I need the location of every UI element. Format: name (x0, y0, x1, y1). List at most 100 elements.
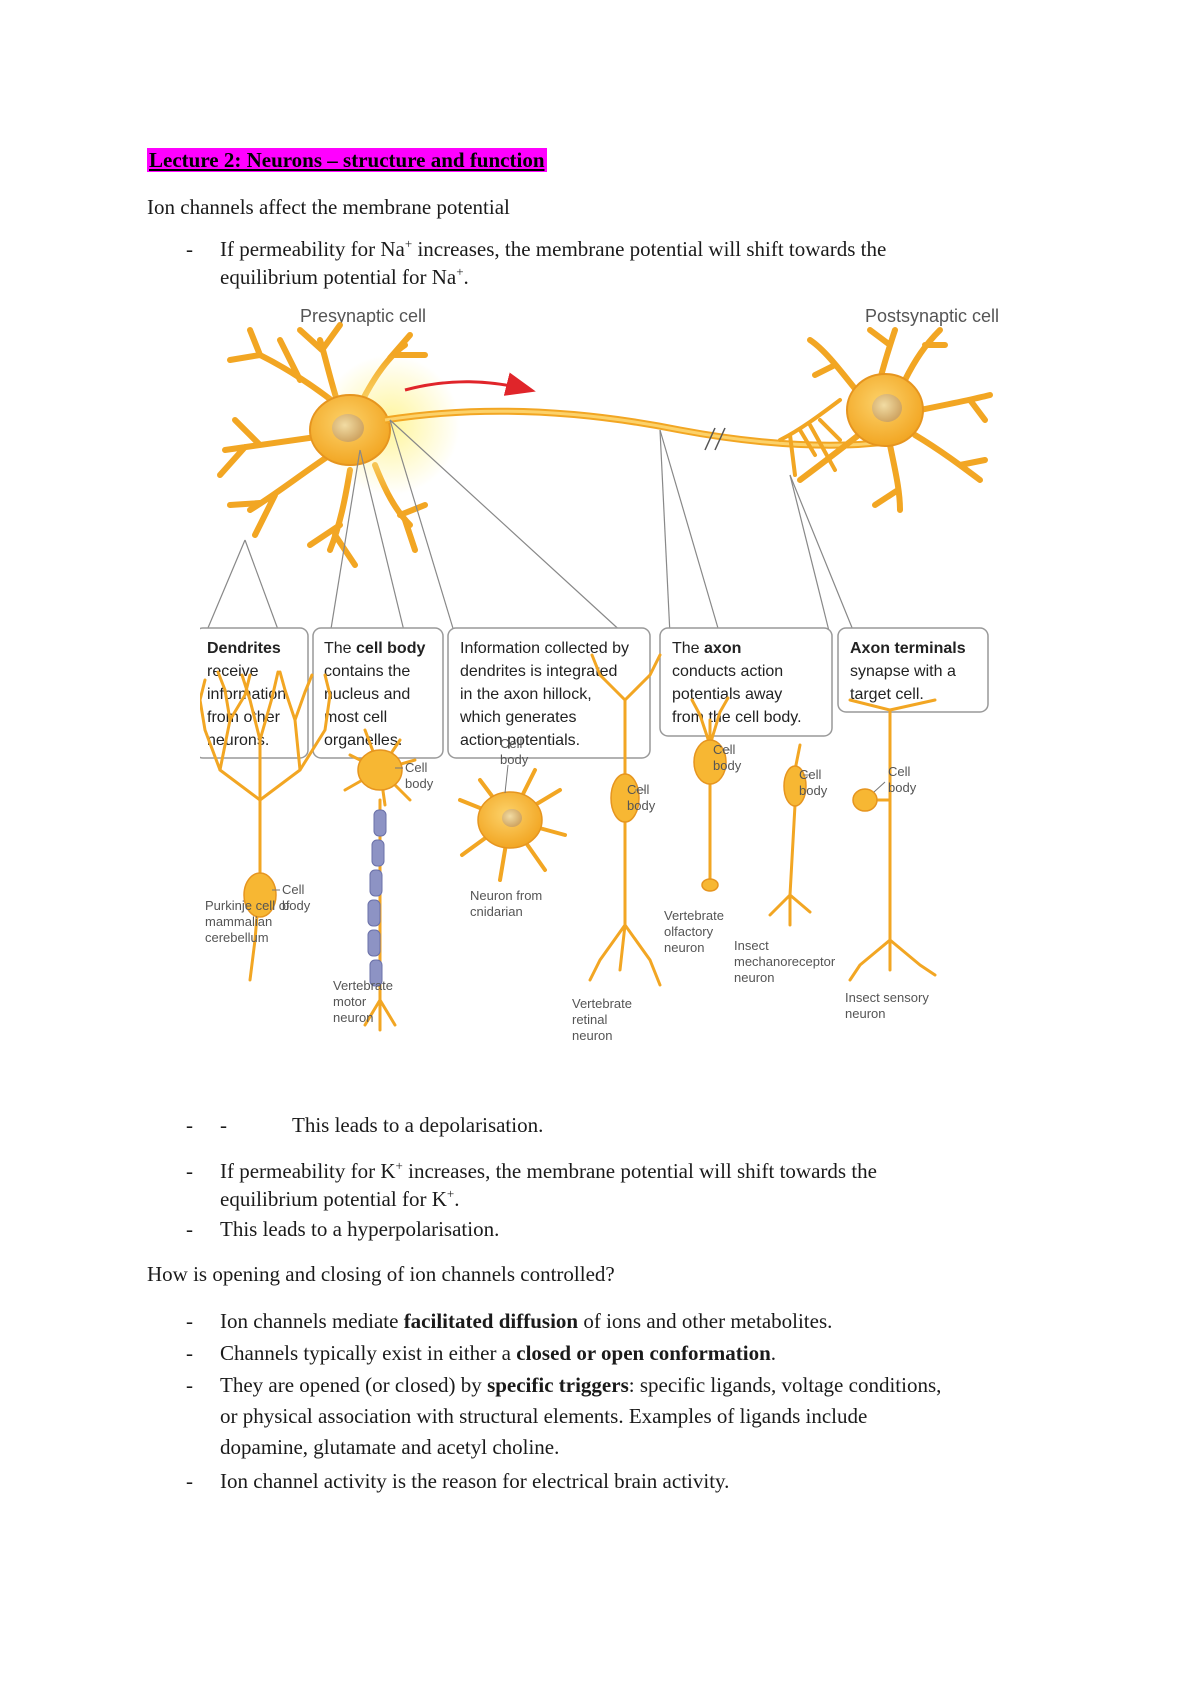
bullet-triggers-continuation-1: or physical association with structural … (220, 1404, 868, 1428)
svg-text:body: body (282, 898, 311, 913)
svg-text:neuron: neuron (333, 1010, 373, 1025)
svg-text:Insect sensory: Insect sensory (845, 990, 929, 1005)
bullet-depolarisation: This leads to a depolarisation. (292, 1113, 544, 1137)
svg-text:action potentials.: action potentials. (460, 732, 580, 749)
axon-highlight (384, 409, 901, 447)
retinal-neuron (588, 653, 662, 987)
cell-body-labels: Cell body Cell body Cell body Cell body … (272, 736, 917, 913)
bullet-dash: - (186, 1373, 193, 1397)
motor-cell-body (357, 749, 403, 791)
bullet-dash: - (220, 1113, 227, 1137)
olfactory-cell-body (693, 739, 727, 785)
question-paragraph: How is opening and closing of ion channe… (147, 1262, 615, 1286)
bullet-triggers-continuation-2: dopamine, glutamate and acetyl choline. (220, 1435, 560, 1459)
svg-text:in the axon hillock,: in the axon hillock, (460, 686, 592, 703)
neuron-diagram: Presynaptic cell Postsynaptic cell (200, 306, 999, 1043)
bullet-dash: - (186, 1309, 193, 1333)
callout-axon: The axon conducts action potentials away… (659, 627, 833, 737)
action-potential-arrow (404, 372, 536, 396)
svg-text:from the cell body.: from the cell body. (672, 709, 802, 726)
svg-text:olfactory: olfactory (664, 924, 714, 939)
svg-text:Cell: Cell (799, 767, 822, 782)
svg-text:body: body (888, 780, 917, 795)
svg-text:Axon terminals: Axon terminals (850, 640, 966, 657)
mechanoreceptor-neuron (768, 743, 812, 927)
svg-text:synapse with a: synapse with a (850, 663, 956, 680)
callout-dendrites: Dendrites receive information from other… (200, 627, 309, 759)
svg-text:Purkinje cell of: Purkinje cell of (205, 898, 290, 913)
svg-text:body: body (799, 783, 828, 798)
svg-text:motor: motor (333, 994, 367, 1009)
svg-text:target cell.: target cell. (850, 686, 924, 703)
svg-text:The cell body: The cell body (324, 640, 425, 657)
bullet-conformation: Channels typically exist in either a clo… (220, 1341, 777, 1365)
svg-text:cerebellum: cerebellum (205, 930, 269, 945)
svg-text:nucleus and: nucleus and (324, 686, 410, 703)
postsynaptic-nucleus (872, 394, 902, 422)
callout-axon-terminals: Axon terminals synapse with a target cel… (837, 627, 989, 713)
bullet-na-continuation: equilibrium potential for Na+. (220, 264, 469, 289)
svg-text:organelles.: organelles. (324, 732, 402, 749)
svg-text:Cell: Cell (405, 760, 428, 775)
svg-text:Neuron from: Neuron from (470, 888, 542, 903)
insect-sensory-neuron (848, 698, 937, 982)
bullet-dash: - (186, 1217, 193, 1241)
retinal-cell-body (610, 773, 640, 823)
svg-text:Cell: Cell (282, 882, 305, 897)
bullet-hyperpolarisation: This leads to a hyperpolarisation. (220, 1217, 500, 1241)
svg-text:dendrites is integrated: dendrites is integrated (460, 663, 617, 680)
svg-text:Vertebrate: Vertebrate (333, 978, 393, 993)
bullet-dash: - (186, 1469, 193, 1493)
neuron-figure: Presynaptic cell Postsynaptic cell (200, 300, 1070, 1110)
presynaptic-nucleus (332, 414, 364, 442)
svg-text:neuron: neuron (845, 1006, 885, 1021)
svg-text:most cell: most cell (324, 709, 387, 726)
myelin-sheath (367, 809, 387, 987)
callout-axon-hillock: Information collected by dendrites is in… (447, 627, 651, 759)
svg-text:mammalian: mammalian (205, 914, 272, 929)
svg-text:neurons.: neurons. (207, 732, 269, 749)
insect-sensory-cell-body (852, 788, 878, 812)
axon-break-mark (714, 427, 726, 451)
svg-text:which generates: which generates (459, 709, 577, 726)
svg-text:neuron: neuron (734, 970, 774, 985)
svg-text:Insect: Insect (734, 938, 769, 953)
svg-text:Information collected by: Information collected by (460, 640, 629, 657)
bullet-electrical-activity: Ion channel activity is the reason for e… (220, 1469, 730, 1493)
svg-text:body: body (405, 776, 434, 791)
svg-text:Cell: Cell (500, 736, 523, 751)
bullet-k-continuation: equilibrium potential for K+. (220, 1186, 460, 1211)
bullet-k-permeability: If permeability for K+ increases, the me… (220, 1158, 877, 1183)
svg-text:The axon: The axon (672, 640, 741, 657)
postsynaptic-label: Postsynaptic cell (865, 306, 999, 326)
svg-text:retinal: retinal (572, 1012, 608, 1027)
svg-text:Cell: Cell (627, 782, 650, 797)
svg-text:Vertebrate: Vertebrate (664, 908, 724, 923)
axon (384, 407, 901, 449)
svg-text:conducts action: conducts action (672, 663, 783, 680)
intro-paragraph: Ion channels affect the membrane potenti… (147, 195, 510, 219)
callout-leader-lines (204, 419, 856, 636)
bullet-specific-triggers: They are opened (or closed) by specific … (220, 1373, 942, 1397)
svg-text:Dendrites: Dendrites (207, 640, 281, 657)
neuron-type-labels: Purkinje cell of mammalian cerebellum Ve… (205, 888, 929, 1043)
bullet-dash: - (186, 1341, 193, 1365)
svg-text:contains the: contains the (324, 663, 410, 680)
svg-text:from other: from other (207, 709, 281, 726)
svg-text:Vertebrate: Vertebrate (572, 996, 632, 1011)
bullet-na-permeability: If permeability for Na+ increases, the m… (220, 236, 887, 261)
mechanoreceptor-cell-body (783, 765, 807, 807)
bullet-dash: - (186, 1113, 193, 1137)
bullet-facilitated-diffusion: Ion channels mediate facilitated diffusi… (220, 1309, 833, 1333)
svg-text:body: body (627, 798, 656, 813)
svg-text:neuron: neuron (664, 940, 704, 955)
svg-text:mechanoreceptor: mechanoreceptor (734, 954, 836, 969)
axon-terminals (778, 398, 842, 477)
callout-cell-body: The cell body contains the nucleus and m… (312, 627, 444, 759)
bullet-dash: - (186, 237, 193, 261)
svg-text:Cell: Cell (713, 742, 736, 757)
svg-text:neuron: neuron (572, 1028, 612, 1043)
olfactory-neuron (690, 696, 730, 882)
svg-text:potentials away: potentials away (672, 686, 782, 703)
